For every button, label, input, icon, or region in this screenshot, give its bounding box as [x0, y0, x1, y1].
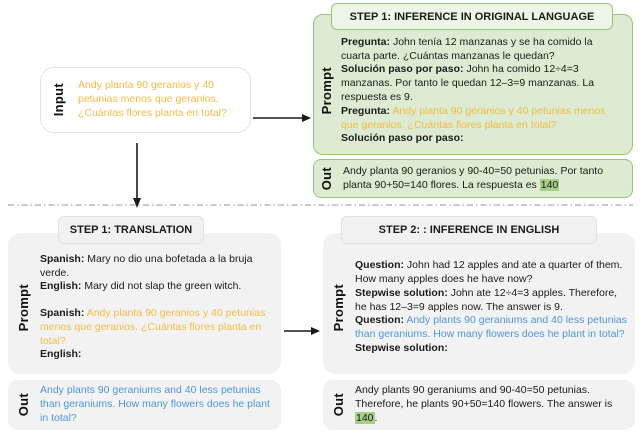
translation-panel-title-text: STEP 1: TRANSLATION	[69, 224, 193, 236]
prompt-line: Question: Andy plants 90 geraniums and 4…	[355, 314, 627, 342]
prompt-line: Pregunta: John tenía 12 manzanas y se ha…	[341, 36, 624, 64]
original-language-panel-title: STEP 1: INFERENCE IN ORIGINAL LANGUAGE	[331, 3, 613, 30]
translation-prompt-text: Spanish: Mary no dio una bofetada a la b…	[40, 253, 271, 363]
prompt-line-label: Question:	[355, 259, 404, 272]
prompt-line-text: John had 12 apples and ate a quarter of …	[355, 259, 623, 285]
prompt-line-text: Mary did not slap the green witch.	[84, 280, 242, 293]
english-inference-out-box: Out Andy plants 90 geraniums and 90-40=5…	[323, 380, 635, 430]
prompt-line: Solución paso por paso:	[341, 132, 624, 146]
prompt-line-label: Spanish:	[40, 252, 85, 265]
english-inference-panel-title: STEP 2: : INFERENCE IN ENGLISH	[341, 216, 597, 244]
prompt-line: Stepwise solution:	[355, 342, 627, 356]
prompt-line-label: Solución paso por paso:	[341, 132, 464, 145]
prompt-line: Pregunta: Andy planta 90 geranios y 40 p…	[341, 105, 624, 133]
translation-out-text: Andy plants 90 geraniums and 40 less pet…	[40, 384, 270, 424]
translation-panel-title: STEP 1: TRANSLATION	[58, 216, 204, 244]
arrow-input-to-translation	[133, 143, 141, 208]
original-language-prompt-box: Prompt Pregunta: John tenía 12 manzanas …	[313, 14, 633, 155]
prompt-line-label: English:	[40, 280, 82, 293]
original-language-prompt-label: Prompt	[319, 67, 334, 115]
prompt-line-text-highlighted: Andy plants 90 geraniums and 40 less pet…	[355, 314, 627, 341]
original-language-panel-title-text: STEP 1: INFERENCE IN ORIGINAL LANGUAGE	[349, 10, 595, 23]
input-box-label: Input	[51, 83, 66, 117]
english-inference-panel-title-text: STEP 2: : INFERENCE IN ENGLISH	[378, 224, 560, 236]
out-text-post: .	[374, 411, 378, 424]
prompt-line-text: Mary no dio una bofetada a la bruja verd…	[40, 252, 253, 279]
prompt-line-text: John tenía 12 manzanas y se ha comido la…	[341, 35, 593, 62]
original-language-out-text: Andy planta 90 geranios y 90-40=50 petun…	[343, 165, 624, 193]
english-inference-prompt-text: Question: John had 12 apples and ate a q…	[355, 259, 627, 356]
prompt-line-label: Pregunta:	[341, 35, 391, 48]
original-language-out-box: Out Andy planta 90 geranios y 90-40=50 p…	[313, 159, 633, 198]
out-text-pre: Andy planta 90 geranios y 90-40=50 petun…	[343, 164, 604, 191]
translation-prompt-label: Prompt	[16, 283, 31, 332]
prompt-line: English: Mary did not slap the green wit…	[40, 280, 271, 294]
english-inference-prompt-box: Prompt Question: John had 12 apples and …	[323, 233, 635, 374]
prompt-line-label: Stepwise solution:	[355, 286, 448, 299]
original-language-prompt-text: Pregunta: John tenía 12 manzanas y se ha…	[341, 36, 624, 146]
translation-out-label: Out	[16, 393, 31, 417]
prompt-line-label: English:	[40, 348, 82, 361]
original-language-out-label: Out	[319, 166, 334, 191]
prompt-line-text: John ate 12÷4=3 apples. Therefore, he ha…	[355, 286, 618, 313]
arrow-input-to-original	[253, 114, 311, 122]
prompt-line-label: Stepwise solution:	[355, 341, 448, 354]
english-inference-out-text: Andy plants 90 geraniums and 90-40=50 pe…	[355, 384, 627, 425]
translation-out-box: Out Andy plants 90 geraniums and 40 less…	[8, 380, 281, 430]
prompt-line-text-highlighted: Andy planta 90 geranios y 40 petunias me…	[341, 104, 606, 131]
prompt-line-text: John ha comido 12÷4=3 manzanas. Por tant…	[341, 63, 595, 103]
answer-highlight: 140	[539, 178, 560, 191]
prompt-line: Spanish: Andy planta 90 geranios y 40 pe…	[40, 307, 271, 348]
translation-prompt-box: Prompt Spanish: Mary no dio una bofetada…	[8, 233, 281, 374]
prompt-line: English:	[40, 348, 271, 362]
english-inference-out-label: Out	[331, 393, 346, 417]
answer-highlight: 140	[355, 411, 375, 424]
english-inference-prompt-label: Prompt	[331, 283, 346, 332]
prompt-line: Question: John had 12 apples and ate a q…	[355, 259, 627, 287]
input-box: Input Andy planta 90 geranios y 40 petun…	[40, 67, 251, 133]
out-text-pre: Andy plants 90 geraniums and 90-40=50 pe…	[355, 384, 613, 411]
prompt-line: Stepwise solution: John ate 12÷4=3 apple…	[355, 287, 627, 315]
prompt-line-label: Solución paso por paso:	[341, 63, 464, 76]
input-question-text: Andy planta 90 geranios y 40 petunias me…	[78, 79, 227, 119]
prompt-line: Spanish: Mary no dio una bofetada a la b…	[40, 253, 271, 281]
prompt-line-label: Question:	[355, 314, 404, 327]
prompt-line-text-highlighted: Andy planta 90 geranios y 40 petunias me…	[40, 307, 266, 347]
arrow-translation-to-english	[284, 327, 320, 335]
prompt-line-label: Pregunta:	[341, 104, 391, 117]
prompt-line-label: Spanish:	[40, 307, 85, 320]
prompt-line: Solución paso por paso: John ha comido 1…	[341, 63, 624, 104]
